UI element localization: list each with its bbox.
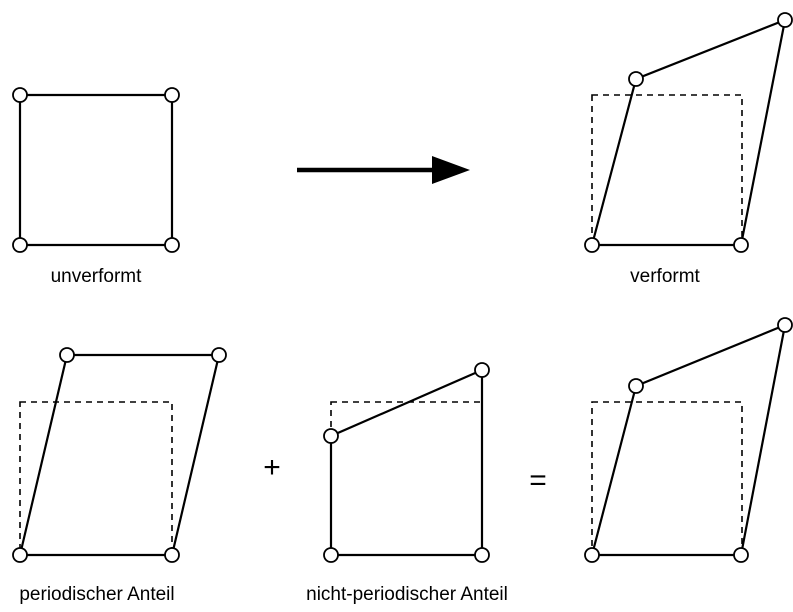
deformation-arrow [297,156,470,184]
node-bottom-right [164,237,180,253]
node-top-right [474,362,490,378]
label-deformed: verformt [630,266,700,287]
periodic-part [12,347,227,563]
node-bottom-right [164,547,180,563]
node-bottom-left [12,547,28,563]
equals-operator: = [529,464,547,497]
node-top-left [12,87,28,103]
plus-operator: + [263,451,281,484]
node-bottom-left [584,547,600,563]
sum-element [584,317,793,563]
node-bottom-right [733,237,749,253]
label-undeformed: unverformt [51,266,143,287]
node-top-right [777,317,793,333]
node-top-left [323,428,339,444]
node-top-left [59,347,75,363]
node-top-right [211,347,227,363]
node-bottom-left [323,547,339,563]
reference-square [19,401,173,556]
deformed-shape [590,18,787,247]
non-periodic-part [323,362,490,563]
node-bottom-right [733,547,749,563]
node-bottom-left [12,237,28,253]
node-top-right [777,12,793,28]
node-bottom-right [474,547,490,563]
label-non-periodic: nicht-periodischer Anteil [306,584,508,605]
reference-square [591,401,743,556]
sum-shape [590,323,787,557]
reference-square [591,94,743,246]
non-periodic-shape [329,368,484,557]
undeformed-square [18,93,174,247]
periodic-shape [18,353,221,557]
node-top-left [628,378,644,394]
node-top-right [164,87,180,103]
undeformed-element [12,87,180,253]
node-top-left [628,71,644,87]
label-periodic: periodischer Anteil [19,584,174,605]
node-bottom-left [584,237,600,253]
deformed-element [584,12,793,253]
